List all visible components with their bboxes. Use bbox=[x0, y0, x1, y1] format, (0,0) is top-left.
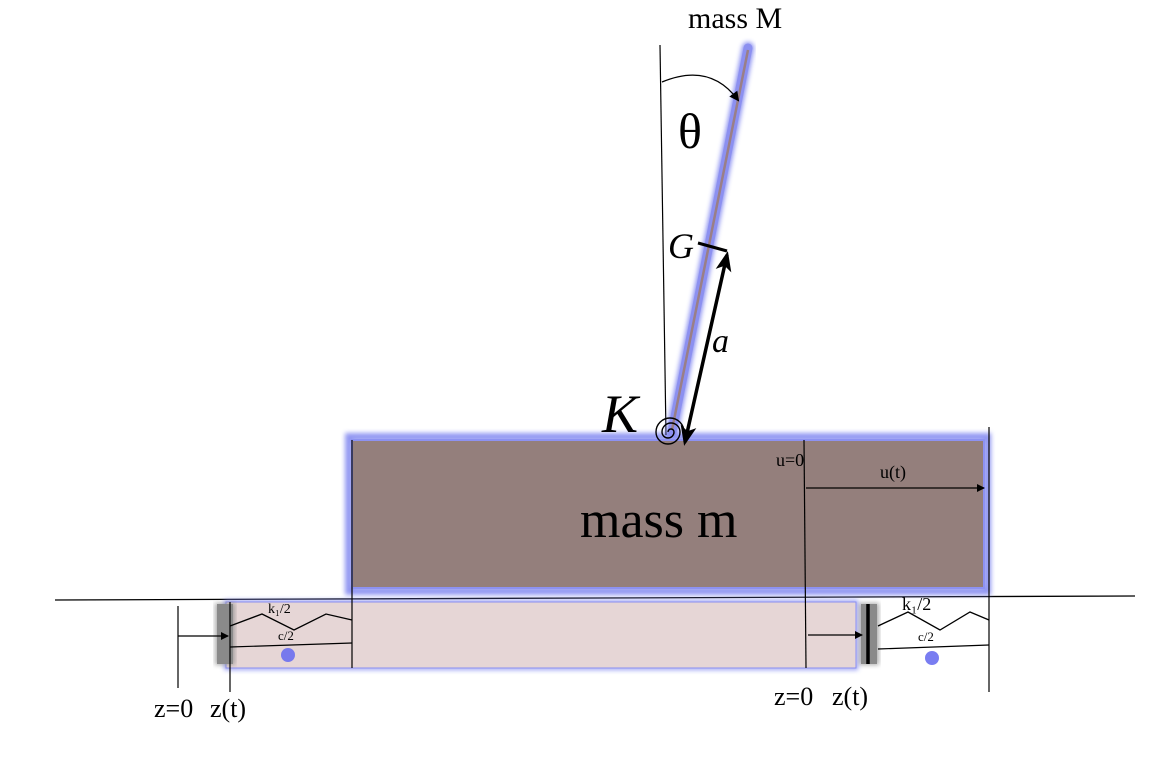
right-z-t-label: z(t) bbox=[832, 682, 868, 711]
left-damper-label: c/2 bbox=[278, 628, 294, 643]
mass-block bbox=[351, 439, 985, 589]
mass-m-label: mass m bbox=[580, 492, 737, 549]
ground-line bbox=[54, 595, 1136, 601]
right-damper-icon bbox=[925, 651, 939, 665]
k-label: K bbox=[601, 384, 641, 444]
left-spring-label: k₁/2 bbox=[268, 602, 291, 617]
right-damper-line bbox=[877, 644, 990, 650]
left-z-t-label: z(t) bbox=[210, 694, 246, 723]
right-spring-label: k₁/2 bbox=[902, 594, 931, 614]
a-arrow bbox=[680, 251, 732, 446]
u-zero-label: u=0 bbox=[776, 450, 804, 470]
left-damper-icon bbox=[281, 648, 295, 662]
left-plate bbox=[217, 604, 233, 664]
right-spring bbox=[877, 611, 990, 631]
theta-arc bbox=[661, 74, 740, 102]
left-spring bbox=[229, 613, 353, 631]
track-box bbox=[225, 601, 857, 669]
u-t-label: u(t) bbox=[880, 462, 906, 483]
vertical-reference bbox=[659, 44, 667, 436]
mass-block-glow bbox=[345, 433, 991, 595]
torsion-spring-icon bbox=[655, 417, 685, 445]
left-z-zero-label: z=0 bbox=[154, 694, 193, 723]
u-zero-line bbox=[803, 439, 807, 669]
a-label: a bbox=[712, 323, 729, 360]
left-damper-line bbox=[229, 642, 353, 648]
right-z-zero-label: z=0 bbox=[774, 682, 813, 711]
mass-M-label: mass M bbox=[688, 2, 782, 35]
theta-label: θ bbox=[678, 103, 702, 159]
g-label: G bbox=[668, 226, 694, 266]
g-tick bbox=[697, 241, 728, 253]
right-damper-label: c/2 bbox=[918, 629, 934, 644]
